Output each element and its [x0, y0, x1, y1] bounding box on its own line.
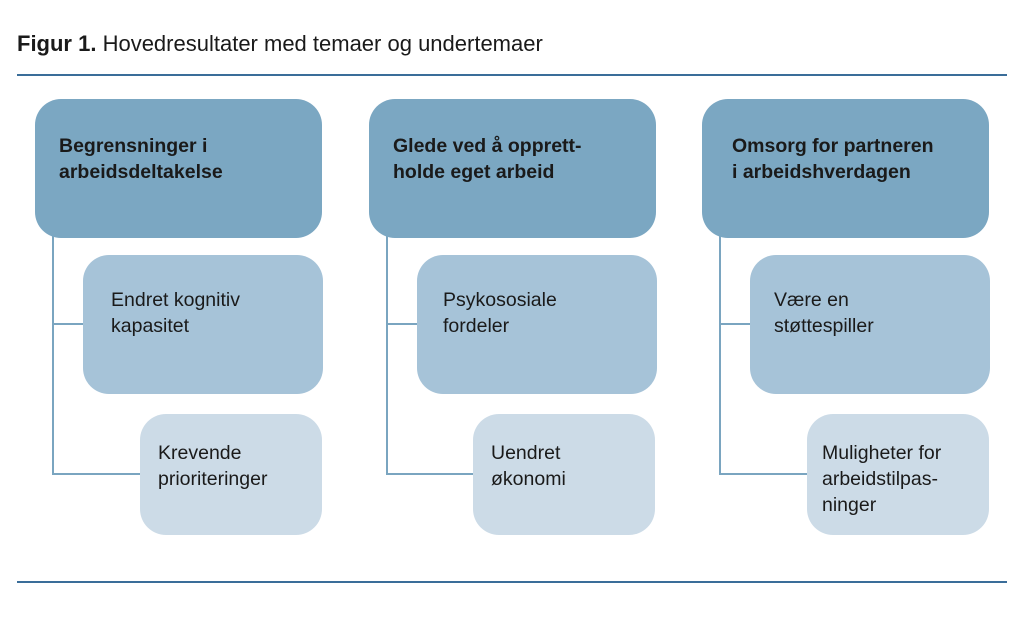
subtheme-box: Psykososiale fordeler: [417, 255, 657, 394]
figure-caption: Hovedresultater med temaer og undertemae…: [102, 31, 543, 56]
connector-vertical: [52, 236, 54, 475]
top-divider: [17, 74, 1007, 76]
theme-box: Omsorg for partneren i arbeidshverdagen: [702, 99, 989, 238]
subtheme-box: Endret kognitiv kapasitet: [83, 255, 323, 394]
connector-branch: [386, 473, 474, 475]
connector-branch: [52, 323, 84, 325]
connector-branch: [52, 473, 141, 475]
connector-vertical: [386, 236, 388, 475]
subtheme-box: Uendret økonomi: [473, 414, 655, 535]
figure-label: Figur 1.: [17, 31, 97, 56]
connector-branch: [386, 323, 418, 325]
connector-vertical: [719, 236, 721, 475]
connector-branch: [719, 473, 808, 475]
connector-branch: [719, 323, 751, 325]
subtheme-box: Krevende prioriteringer: [140, 414, 322, 535]
subtheme-box: Muligheter for arbeidstilpas- ninger: [807, 414, 989, 535]
bottom-divider: [17, 581, 1007, 583]
subtheme-box: Være en støttespiller: [750, 255, 990, 394]
theme-box: Begrensninger i arbeidsdeltakelse: [35, 99, 322, 238]
figure-title: Figur 1. Hovedresultater med temaer og u…: [17, 30, 543, 58]
theme-box: Glede ved å opprett- holde eget arbeid: [369, 99, 656, 238]
